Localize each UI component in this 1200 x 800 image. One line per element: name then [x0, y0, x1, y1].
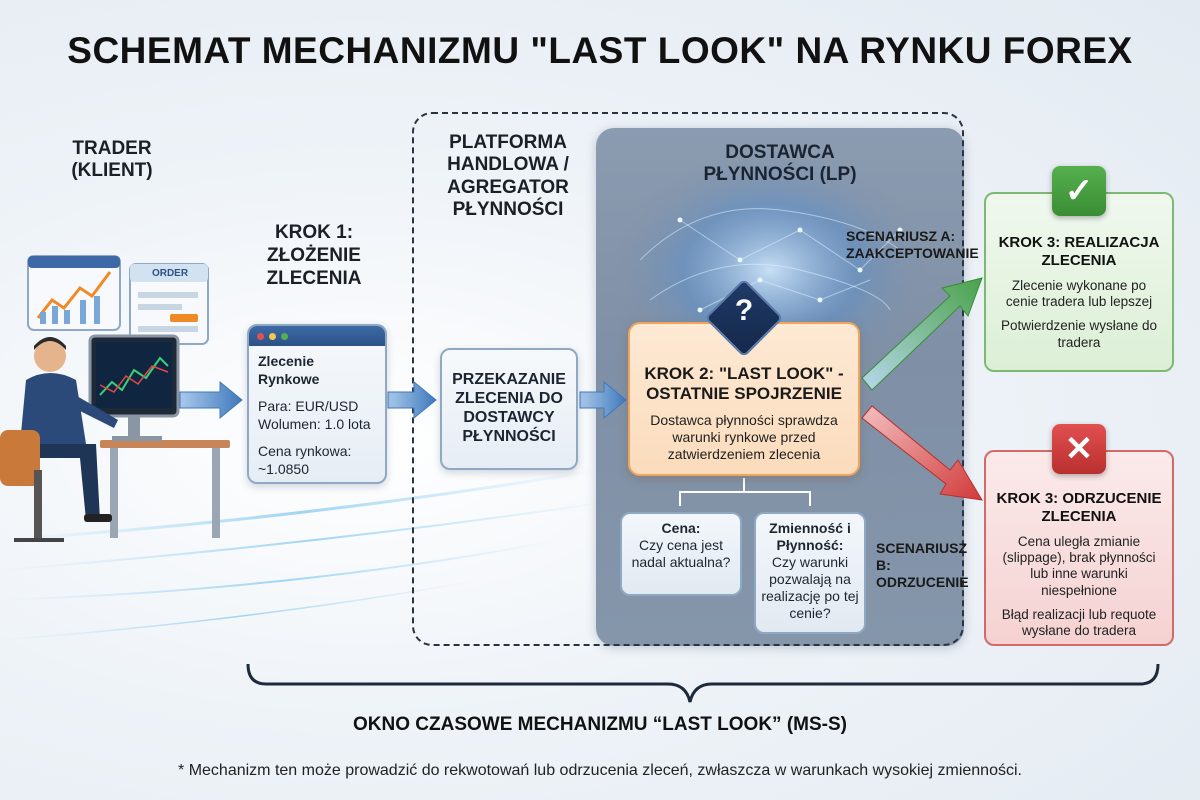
step1-heading: KROK 1: ZŁOŻENIE ZLECENIA: [266, 222, 362, 289]
window-titlebar: [249, 326, 385, 346]
rejection-heading: KROK 3: ODRZUCENIE ZLECENIA: [996, 490, 1162, 525]
order-pair: Para: EUR/USD: [258, 397, 359, 414]
trader-heading: TRADER (KLIENT): [71, 138, 153, 182]
execution-text-2: Potwierdzenie wysłane do tradera: [1000, 318, 1158, 350]
check-volatility-title: Zmienność i Płynność:: [769, 520, 851, 554]
check-icon: ✓: [1052, 166, 1106, 216]
order-price-label: Cena rynkowa:: [258, 442, 352, 459]
scenario-b-label: SCENARIUSZ B: ODRZUCENIE: [876, 540, 969, 590]
arrow-accept: [861, 277, 983, 391]
last-look-text: Dostawca płynności sprawdza warunki rynk…: [650, 412, 838, 463]
execution-text-1: Zlecenie wykonane po cenie tradera lub l…: [1005, 278, 1153, 310]
speed-streaks: [0, 468, 621, 641]
rejection-result-box: KROK 3: ODRZUCENIE ZLECENIA Cena uległa …: [984, 450, 1174, 646]
trader-person-icon: [0, 337, 118, 542]
relay-box: PRZEKAZANIE ZLECENIA DO DOSTAWCY PŁYNNOŚ…: [440, 348, 578, 470]
diagram-title: SCHEMAT MECHANIZMU "LAST LOOK" NA RYNKU …: [67, 30, 1133, 71]
arrow-trader-to-order: [179, 380, 243, 420]
last-look-box: KROK 2: "LAST LOOK" - OSTATNIE SPOJRZENI…: [628, 322, 860, 476]
rejection-text-1: Cena uległa zmianie (slippage), brak pły…: [1002, 534, 1156, 598]
order-volume: Wolumen: 1.0 lota: [258, 416, 371, 433]
platform-heading: PLATFORMA HANDLOWA / AGREGATOR PŁYNNOŚCI: [447, 132, 569, 221]
rejection-text-2: Błąd realizacji lub requote wysłane do t…: [1001, 606, 1157, 638]
check-volatility-box: Zmienność i Płynność: Czy warunki pozwal…: [754, 512, 866, 634]
chart-window-icon: [27, 255, 121, 331]
order-window-icon: [129, 263, 209, 345]
order-price-value: ~1.0850: [258, 461, 309, 478]
arrow-platform-to-lp: [579, 380, 627, 420]
arrow-reject: [861, 405, 983, 501]
check-volatility-text: Czy warunki pozwalają na realizację po t…: [761, 554, 859, 622]
maximize-dot-icon: [281, 332, 288, 340]
cross-icon: ✕: [1052, 424, 1106, 474]
arrow-order-to-platform: [387, 380, 437, 420]
execution-result-box: KROK 3: REALIZACJA ZLECENIA Zlecenie wyk…: [984, 192, 1174, 372]
time-window-frame: [412, 112, 964, 646]
last-look-heading: KROK 2: "LAST LOOK" - OSTATNIE SPOJRZENI…: [644, 364, 844, 404]
order-window-label: ORDER: [151, 268, 189, 279]
question-mark-icon: ?: [734, 294, 754, 327]
check-price-title: Cena:: [661, 520, 701, 536]
time-window-label: OKNO CZASOWE MECHANIZMU “LAST LOOK” (MS-…: [353, 714, 847, 735]
desk-and-monitor: [88, 334, 230, 538]
close-dot-icon: [257, 332, 264, 340]
check-price-text: Czy cena jest nadal aktualna?: [631, 537, 731, 571]
minimize-dot-icon: [269, 332, 276, 340]
scenario-a-label: SCENARIUSZ A: ZAAKCEPTOWANIE: [846, 228, 979, 261]
check-price-box: Cena: Czy cena jest nadal aktualna?: [620, 512, 742, 596]
order-card-title: Zlecenie Rynkowe: [258, 353, 320, 388]
execution-heading: KROK 3: REALIZACJA ZLECENIA: [998, 234, 1160, 269]
lp-heading: DOSTAWCA PŁYNNOŚCI (LP): [703, 142, 857, 186]
time-window-brace: [246, 663, 1160, 703]
branch-connector: [679, 478, 811, 506]
market-order-card: Zlecenie Rynkowe Para: EUR/USD Wolumen: …: [247, 324, 387, 484]
footnote: * Mechanizm ten może prowadzić do rekwot…: [178, 762, 1022, 779]
